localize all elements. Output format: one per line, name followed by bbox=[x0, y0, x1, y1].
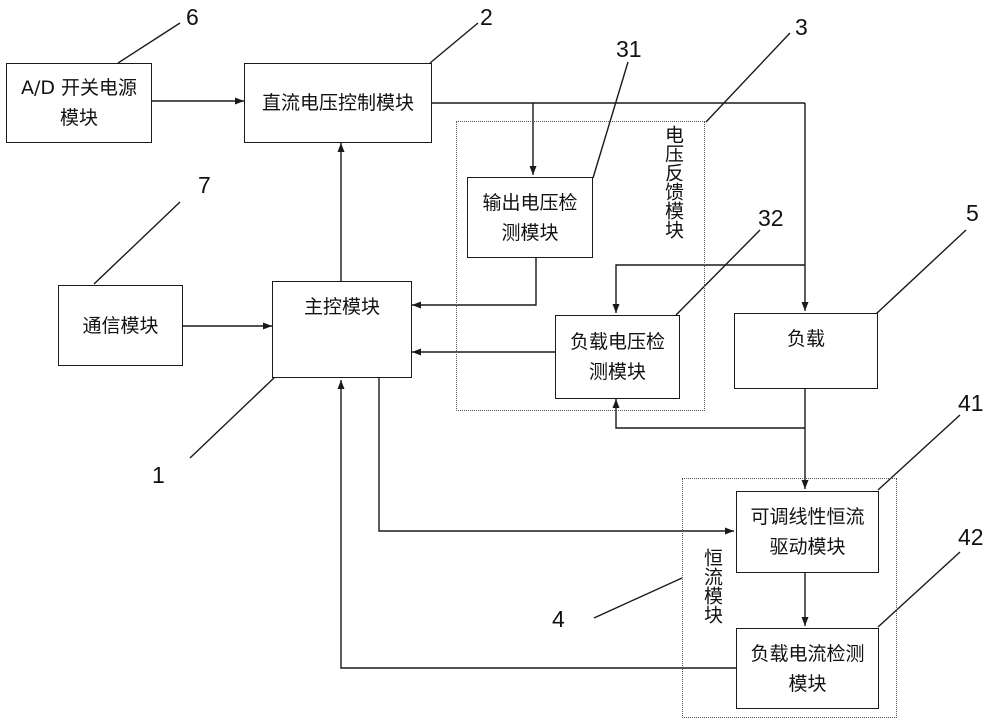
label-7: 7 bbox=[198, 172, 211, 198]
voltage-feedback-label: 电压反馈模块 bbox=[662, 125, 684, 239]
label-6: 6 bbox=[186, 4, 199, 30]
main-control-module: 主控模块 bbox=[272, 281, 412, 378]
load-module: 负载 bbox=[734, 313, 878, 389]
leader-32 bbox=[675, 229, 761, 316]
label-32: 32 bbox=[758, 205, 784, 231]
leader-31 bbox=[592, 61, 629, 179]
leader-6 bbox=[117, 22, 181, 64]
dc-voltage-control-module: 直流电压控制模块 bbox=[244, 63, 432, 143]
adjustable-linear-cc-drive-module: 可调线性恒流驱动模块 bbox=[736, 491, 879, 573]
label-42: 42 bbox=[958, 524, 984, 550]
leader-3 bbox=[705, 32, 791, 123]
label-31: 31 bbox=[616, 36, 642, 62]
leader-1 bbox=[189, 376, 276, 459]
leader-4 bbox=[593, 577, 683, 619]
label-2: 2 bbox=[480, 4, 493, 30]
constant-current-label: 恒流模块 bbox=[701, 548, 723, 624]
label-4: 4 bbox=[552, 606, 565, 632]
label-5: 5 bbox=[966, 200, 979, 226]
load-voltage-detect-module: 负载电压检测模块 bbox=[555, 315, 680, 399]
load-current-detect-module: 负载电流检测模块 bbox=[736, 628, 879, 709]
leader-42 bbox=[877, 551, 961, 628]
leader-5 bbox=[875, 229, 967, 315]
communication-module: 通信模块 bbox=[58, 285, 183, 366]
leader-41 bbox=[877, 414, 961, 491]
arrow-current-detect-to-main bbox=[337, 380, 736, 669]
label-3: 3 bbox=[795, 14, 808, 40]
ad-switching-power-module: A/D 开关电源模块 bbox=[6, 63, 152, 143]
label-41: 41 bbox=[958, 390, 984, 416]
label-1: 1 bbox=[152, 462, 165, 488]
arrow-load-top-to-load-detect bbox=[612, 264, 805, 313]
leader-7 bbox=[93, 201, 181, 285]
arrow-load-bottom-to-load-detect bbox=[612, 399, 805, 429]
arrow-output-detect-to-main bbox=[412, 258, 537, 309]
arrow-main-to-cc-drive bbox=[378, 378, 734, 535]
output-voltage-detect-module: 输出电压检测模块 bbox=[467, 177, 593, 258]
leader-2 bbox=[429, 22, 479, 64]
constant-current-group bbox=[682, 478, 897, 718]
voltage-feedback-group bbox=[456, 121, 705, 411]
